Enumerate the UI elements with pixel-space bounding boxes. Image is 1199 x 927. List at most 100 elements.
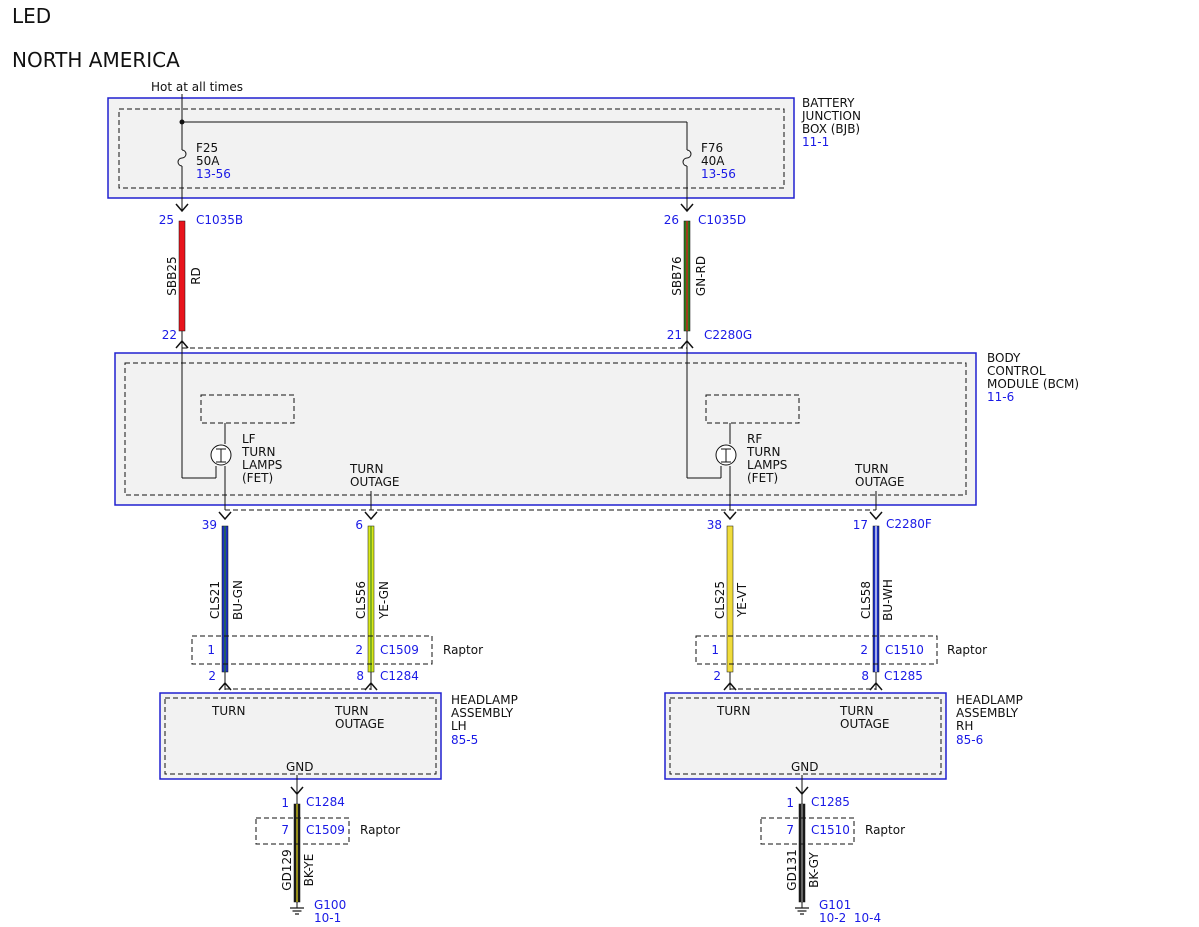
wire-cls56-circuit: CLS56: [354, 581, 368, 619]
bjb-name-line3: BOX (BJB): [802, 122, 860, 136]
bcm-right-logic-block: [705, 394, 800, 424]
right-outage-label-2: OUTAGE: [855, 475, 905, 489]
headlamp-lh-turn: TURN: [211, 704, 245, 718]
left-fet-label-2: TURN: [241, 445, 275, 459]
ground-g101-refs[interactable]: 10-2 10-4: [819, 911, 881, 925]
ground-g100-label[interactable]: G100: [314, 898, 346, 912]
wire-cls58-mid-pin: 2: [860, 643, 868, 657]
wire-cls21-bottom-pin: 2: [208, 669, 216, 683]
raptor-connector-c1510-gnd[interactable]: [760, 817, 855, 845]
wire-sbb25-top-pin: 25: [159, 213, 174, 227]
body-control-module[interactable]: [114, 352, 977, 506]
headlamp-rh-outage-1: TURN: [839, 704, 873, 718]
connector-c1035b-icon: [175, 203, 189, 213]
wire-cls56-bottom-conn[interactable]: C1284: [380, 669, 419, 683]
fuse-f25-name: F25: [196, 141, 218, 155]
fuse-f25-ref[interactable]: 13-56: [196, 167, 231, 181]
right-fet-icon: [715, 444, 737, 466]
right-fet-label-4: (FET): [747, 471, 778, 485]
ground-rh-mid-pin: 7: [786, 823, 794, 837]
fuse-f76-ref[interactable]: 13-56: [701, 167, 736, 181]
wire-cls58-mid-conn[interactable]: C1510: [885, 643, 924, 657]
wire-cls56-mid-conn[interactable]: C1509: [380, 643, 419, 657]
raptor-label-c1510: Raptor: [947, 643, 987, 657]
connector-c1285-gnd-icon: [795, 786, 809, 796]
wire-sbb76-circuit: SBB76: [670, 256, 684, 295]
bcm-name-line3: MODULE (BCM): [987, 377, 1079, 391]
wire-sbb25[interactable]: [178, 220, 186, 332]
ground-lh-mid-conn[interactable]: C1509: [306, 823, 345, 837]
wire-cls21-circuit: CLS21: [208, 581, 222, 619]
left-outage-label-1: TURN: [349, 462, 383, 476]
wire-sbb76-color: GN-RD: [694, 256, 708, 296]
headlamp-assembly-lh[interactable]: [159, 692, 442, 780]
ground-rh-color: BK-GY: [807, 852, 821, 888]
left-fet-icon: [210, 444, 232, 466]
wire-cls58-top-conn[interactable]: C2280F: [886, 517, 932, 531]
wire-cls58-bottom-conn[interactable]: C1285: [884, 669, 923, 683]
raptor-connector-c1510[interactable]: [695, 635, 938, 665]
bjb-name-line1: BATTERY: [802, 96, 855, 110]
connector-c1285-icon: [723, 681, 883, 691]
wire-sbb76-bottom-pin: 21: [667, 328, 682, 342]
wire-sbb76-top-pin: 26: [664, 213, 679, 227]
wire-sbb76-top-conn[interactable]: C1035D: [698, 213, 746, 227]
ground-rh-top-pin: 1: [786, 796, 794, 810]
ground-lh-top-conn[interactable]: C1284: [306, 795, 345, 809]
raptor-label-c1509: Raptor: [443, 643, 483, 657]
headlamp-lh-ref[interactable]: 85-5: [451, 733, 478, 747]
wire-cls58-circuit: CLS58: [859, 581, 873, 619]
headlamp-rh-ref[interactable]: 85-6: [956, 733, 983, 747]
left-outage-label-2: OUTAGE: [350, 475, 400, 489]
wire-cls25-top-pin: 38: [707, 518, 722, 532]
diagram-title: LED: [12, 4, 51, 28]
headlamp-assembly-rh[interactable]: [664, 692, 947, 780]
ground-g100-refs[interactable]: 10-1: [314, 911, 341, 925]
wire-cls25-circuit: CLS25: [713, 581, 727, 619]
fuse-f25-icon: [177, 149, 187, 167]
connector-c1284-icon: [218, 681, 378, 691]
wire-sbb25-color: RD: [189, 267, 203, 285]
headlamp-rh-turn: TURN: [716, 704, 750, 718]
fuse-f76-name: F76: [701, 141, 723, 155]
wire-cls25-bottom-pin: 2: [713, 669, 721, 683]
raptor-connector-c1509[interactable]: [191, 635, 433, 665]
bjb-ref[interactable]: 11-1: [802, 135, 829, 149]
headlamp-rh-name-1: HEADLAMP: [956, 693, 1023, 707]
headlamp-lh-outage-2: OUTAGE: [335, 717, 385, 731]
wire-sbb25-top-conn[interactable]: C1035B: [196, 213, 243, 227]
ground-rh-mid-conn[interactable]: C1510: [811, 823, 850, 837]
raptor-connector-c1509-gnd[interactable]: [255, 817, 350, 845]
wire-cls56-color: YE-GN: [377, 581, 391, 620]
wire-cls56-mid-pin: 2: [355, 643, 363, 657]
ground-g101-icon: [795, 902, 809, 915]
wire-sbb76-bottom-conn[interactable]: C2280G: [704, 328, 752, 342]
connector-c1035d-icon: [680, 203, 694, 213]
headlamp-lh-outage-1: TURN: [334, 704, 368, 718]
diagram-subtitle: NORTH AMERICA: [12, 48, 180, 72]
battery-junction-box[interactable]: [107, 97, 795, 199]
wire-sbb25-circuit: SBB25: [165, 256, 179, 295]
bcm-ref[interactable]: 11-6: [987, 390, 1014, 404]
wire-sbb25-bottom-pin: 22: [162, 328, 177, 342]
left-fet-label-3: LAMPS: [242, 458, 282, 472]
bcm-left-logic-block: [200, 394, 295, 424]
ground-g101-label[interactable]: G101: [819, 898, 851, 912]
wire-cls25[interactable]: [726, 525, 734, 673]
headlamp-lh-name-2: ASSEMBLY: [451, 706, 514, 720]
wire-cls21-color: BU-GN: [231, 580, 245, 620]
connector-c2280g-icon: [175, 339, 189, 349]
wire-cls56-bottom-pin: 8: [356, 669, 364, 683]
wire-cls21-top-pin: 39: [202, 518, 217, 532]
connector-c2280f-icon: [218, 511, 883, 521]
ground-rh-top-conn[interactable]: C1285: [811, 795, 850, 809]
bcm-name-line2: CONTROL: [987, 364, 1046, 378]
right-fet-label-1: RF: [747, 432, 762, 446]
left-fet-label-1: LF: [242, 432, 256, 446]
fuse-f76-rating: 40A: [701, 154, 725, 168]
headlamp-lh-name-1: HEADLAMP: [451, 693, 518, 707]
right-fet-label-2: TURN: [746, 445, 780, 459]
headlamp-lh-gnd: GND: [286, 760, 314, 774]
wire-cls25-mid-pin: 1: [711, 643, 719, 657]
